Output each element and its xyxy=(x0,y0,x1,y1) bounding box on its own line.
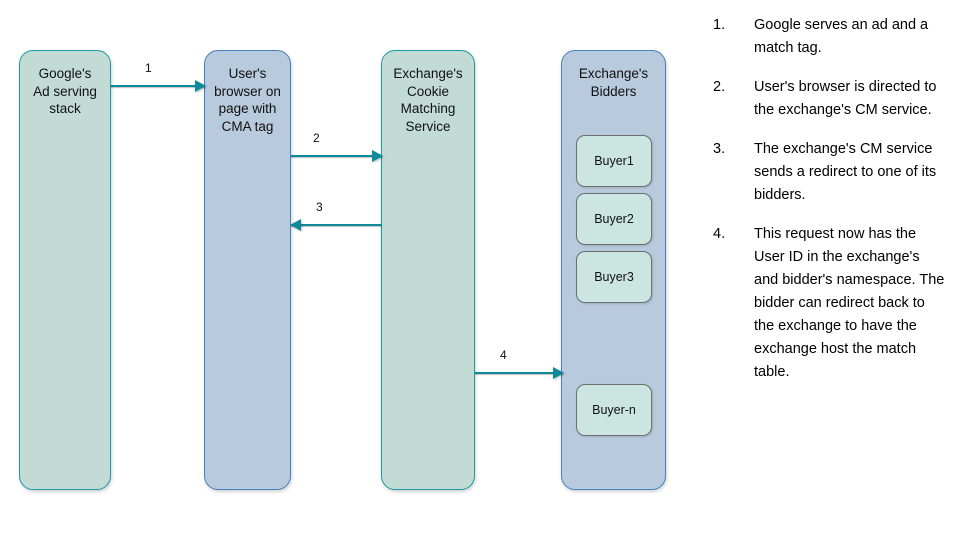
lane-cms-label: Exchange's Cookie Matching Service xyxy=(393,66,463,134)
lane-bidders-label: Exchange's Bidders xyxy=(578,66,649,99)
arrow-shaft xyxy=(111,85,205,87)
arrow-shaft xyxy=(475,372,563,374)
arrow-head-icon xyxy=(290,219,301,231)
arrow-2-label: 2 xyxy=(313,131,320,145)
arrow-head-icon xyxy=(195,80,206,92)
buyer-box: Buyer2 xyxy=(576,193,652,245)
arrow-1-label: 1 xyxy=(145,61,152,75)
step-text: Google serves an ad and a match tag. xyxy=(754,17,929,56)
arrow-head-icon xyxy=(553,367,564,379)
arrow-head-icon xyxy=(372,150,383,162)
arrow-3-label: 3 xyxy=(316,200,323,214)
lane-exchange-cookie-matching-service: Exchange's Cookie Matching Service xyxy=(381,50,475,490)
lane-google-label: Google's Ad serving stack xyxy=(33,66,97,116)
step-number: 3. xyxy=(713,141,726,157)
arrow-2-browser-to-cms xyxy=(291,148,383,164)
lane-browser-label: User's browser on page with CMA tag xyxy=(214,66,281,134)
arrow-4-cms-to-bidders xyxy=(475,365,564,381)
buyer-box: Buyer3 xyxy=(576,251,652,303)
step-number: 4. xyxy=(713,226,726,242)
lane-user-browser: User's browser on page with CMA tag xyxy=(204,50,291,490)
buyer-box: Buyer1 xyxy=(576,135,652,187)
step-number: 1. xyxy=(713,17,726,33)
buyer-box: Buyer-n xyxy=(576,384,652,436)
step-number: 2. xyxy=(713,79,726,95)
step-text: The exchange's CM service sends a redire… xyxy=(754,141,937,203)
arrow-shaft xyxy=(291,224,382,226)
list-item: 1. Google serves an ad and a match tag. xyxy=(710,14,946,60)
step-text: This request now has the User ID in the … xyxy=(754,226,945,380)
arrow-1-google-to-browser xyxy=(111,78,206,94)
lane-exchange-bidders: Exchange's Bidders Buyer1 Buyer2 Buyer3 … xyxy=(561,50,666,490)
list-item: 2. User's browser is directed to the exc… xyxy=(710,76,946,122)
arrow-3-cms-to-browser xyxy=(290,217,382,233)
steps-list: 1. Google serves an ad and a match tag. … xyxy=(710,14,946,400)
list-item: 3. The exchange's CM service sends a red… xyxy=(710,138,946,207)
arrow-shaft xyxy=(291,155,382,157)
step-text: User's browser is directed to the exchan… xyxy=(754,79,937,118)
list-item: 4. This request now has the User ID in t… xyxy=(710,223,946,384)
lane-google-ad-serving-stack: Google's Ad serving stack xyxy=(19,50,111,490)
arrow-4-label: 4 xyxy=(500,348,507,362)
